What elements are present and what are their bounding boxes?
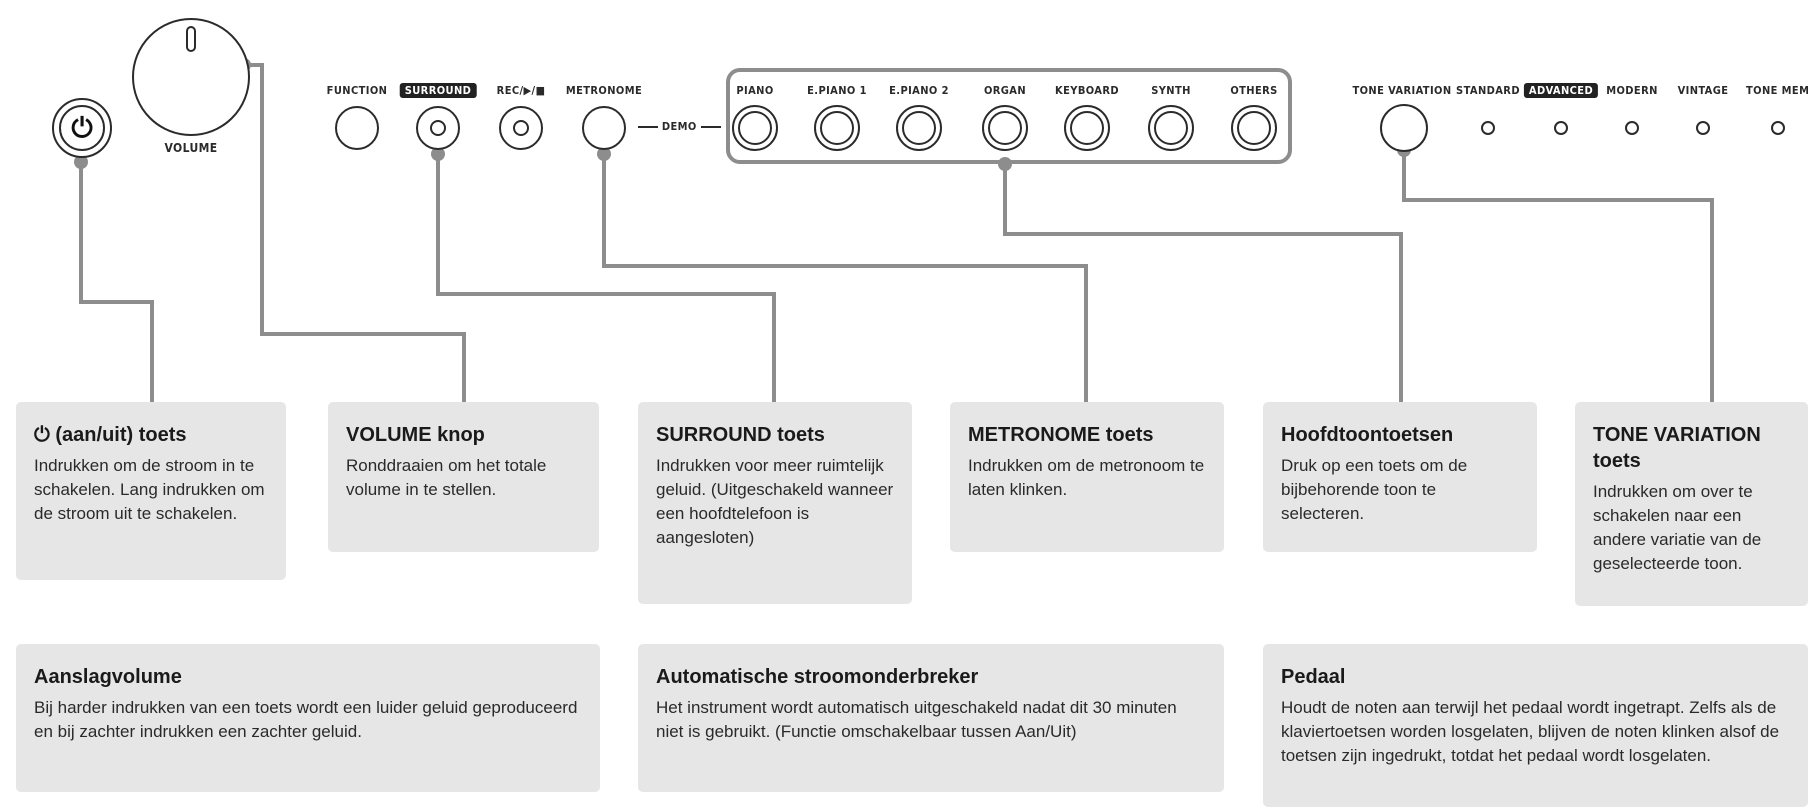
variation-label-standard: STANDARD bbox=[1456, 84, 1520, 97]
variation-label-modern: MODERN bbox=[1606, 84, 1658, 97]
connector-metronome bbox=[602, 154, 1088, 402]
info-aanslagvolume-title: Aanslagvolume bbox=[34, 666, 182, 688]
tone-label-others: OTHERS bbox=[1230, 84, 1278, 97]
tone-button-epiano1[interactable] bbox=[814, 105, 860, 151]
callout-volume-text: Ronddraaien om het totale volume in te s… bbox=[346, 456, 547, 499]
rec-label: REC/▶/■ bbox=[496, 84, 546, 97]
tone-label-epiano1: E.PIANO 1 bbox=[807, 84, 867, 97]
info-aanslagvolume: Aanslagvolume Bij harder indrukken van e… bbox=[16, 644, 600, 792]
function-label: FUNCTION bbox=[326, 84, 388, 97]
rec-button[interactable] bbox=[499, 106, 543, 150]
callout-metronome: METRONOME toets Indrukken om de metronoo… bbox=[950, 402, 1224, 552]
demo-indicator: DEMO bbox=[638, 120, 728, 133]
callout-power-heading: ⏻ (aan/uit) toets bbox=[34, 422, 268, 448]
callout-tone-variation: TONE VARIATION toets Indrukken om over t… bbox=[1575, 402, 1808, 606]
surround-button[interactable] bbox=[416, 106, 460, 150]
callout-tone-buttons: Hoofdtoontoetsen Druk op een toets om de… bbox=[1263, 402, 1537, 552]
volume-label: VOLUME bbox=[164, 141, 218, 155]
variation-led-standard bbox=[1481, 121, 1495, 135]
function-button[interactable] bbox=[335, 106, 379, 150]
info-auto-power-off-text: Het instrument wordt automatisch uitgesc… bbox=[656, 698, 1177, 741]
callout-power-text: Indrukken om de stroom in te schakelen. … bbox=[34, 456, 265, 523]
callout-tone-buttons-title: Hoofdtoontoetsen bbox=[1281, 424, 1454, 446]
info-pedal-text: Houdt de noten aan terwijl het pedaal wo… bbox=[1281, 698, 1780, 765]
info-aanslagvolume-text: Bij harder indrukken van een toets wordt… bbox=[34, 698, 578, 741]
callout-surround-text: Indrukken voor meer ruimtelijk geluid. (… bbox=[656, 456, 894, 547]
tone-button-piano[interactable] bbox=[732, 105, 778, 151]
metronome-label: METRONOME bbox=[565, 84, 643, 97]
connector-volume bbox=[244, 63, 466, 402]
connector-tone-variation bbox=[1402, 150, 1714, 402]
info-pedal: Pedaal Houdt de noten aan terwijl het pe… bbox=[1263, 644, 1808, 807]
tone-button-organ[interactable] bbox=[982, 105, 1028, 151]
volume-knob[interactable] bbox=[132, 18, 250, 136]
callout-tone-variation-title: TONE VARIATION toets bbox=[1593, 424, 1761, 472]
info-auto-power-off-title: Automatische stroomonderbreker bbox=[656, 666, 979, 688]
variation-label-vintage: VINTAGE bbox=[1677, 84, 1729, 97]
callout-volume: VOLUME knop Ronddraaien om het totale vo… bbox=[328, 402, 599, 552]
variation-led-tone-memory bbox=[1771, 121, 1785, 135]
callout-surround-title: SURROUND toets bbox=[656, 424, 825, 446]
tone-label-synth: SYNTH bbox=[1151, 84, 1191, 97]
tone-label-keyboard: KEYBOARD bbox=[1055, 84, 1119, 97]
tone-label-epiano2: E.PIANO 2 bbox=[889, 84, 949, 97]
callout-metronome-text: Indrukken om de metronoom te laten klink… bbox=[968, 456, 1205, 499]
tone-variation-button[interactable] bbox=[1380, 104, 1428, 152]
callout-metronome-title: METRONOME toets bbox=[968, 424, 1154, 446]
callout-volume-title: VOLUME knop bbox=[346, 424, 485, 446]
callout-tone-buttons-text: Druk op een toets om de bijbehorende too… bbox=[1281, 456, 1468, 523]
callout-power: ⏻ (aan/uit) toets Indrukken om de stroom… bbox=[16, 402, 286, 580]
volume-knob-indicator bbox=[186, 26, 196, 52]
metronome-button[interactable] bbox=[582, 106, 626, 150]
info-auto-power-off: Automatische stroomonderbreker Het instr… bbox=[638, 644, 1224, 792]
tone-button-synth[interactable] bbox=[1148, 105, 1194, 151]
connector-surround bbox=[436, 154, 776, 402]
callout-tone-variation-text: Indrukken om over te schakelen naar een … bbox=[1593, 482, 1762, 573]
demo-label: DEMO bbox=[661, 120, 697, 133]
variation-led-advanced bbox=[1554, 121, 1568, 135]
info-pedal-title: Pedaal bbox=[1281, 666, 1346, 688]
tone-button-group bbox=[726, 68, 1292, 164]
connector-power bbox=[79, 162, 154, 402]
tone-button-keyboard[interactable] bbox=[1064, 105, 1110, 151]
variation-led-vintage bbox=[1696, 121, 1710, 135]
tone-button-epiano2[interactable] bbox=[896, 105, 942, 151]
variation-label-tone-memory: TONE MEMORY bbox=[1746, 84, 1808, 97]
tone-label-organ: ORGAN bbox=[983, 84, 1027, 97]
callout-surround: SURROUND toets Indrukken voor meer ruimt… bbox=[638, 402, 912, 604]
power-icon: ⏻ bbox=[71, 113, 93, 143]
tone-label-piano: PIANO bbox=[736, 84, 774, 97]
tone-variation-label: TONE VARIATION bbox=[1352, 84, 1452, 97]
connector-tone-buttons bbox=[1003, 164, 1403, 402]
surround-label: SURROUND bbox=[399, 83, 477, 98]
tone-button-others[interactable] bbox=[1231, 105, 1277, 151]
variation-label-advanced: ADVANCED bbox=[1523, 83, 1599, 98]
power-button[interactable]: ⏻ bbox=[52, 98, 112, 158]
variation-led-modern bbox=[1625, 121, 1639, 135]
callout-power-title: (aan/uit) toets bbox=[55, 424, 187, 446]
power-icon: ⏻ bbox=[34, 424, 50, 446]
